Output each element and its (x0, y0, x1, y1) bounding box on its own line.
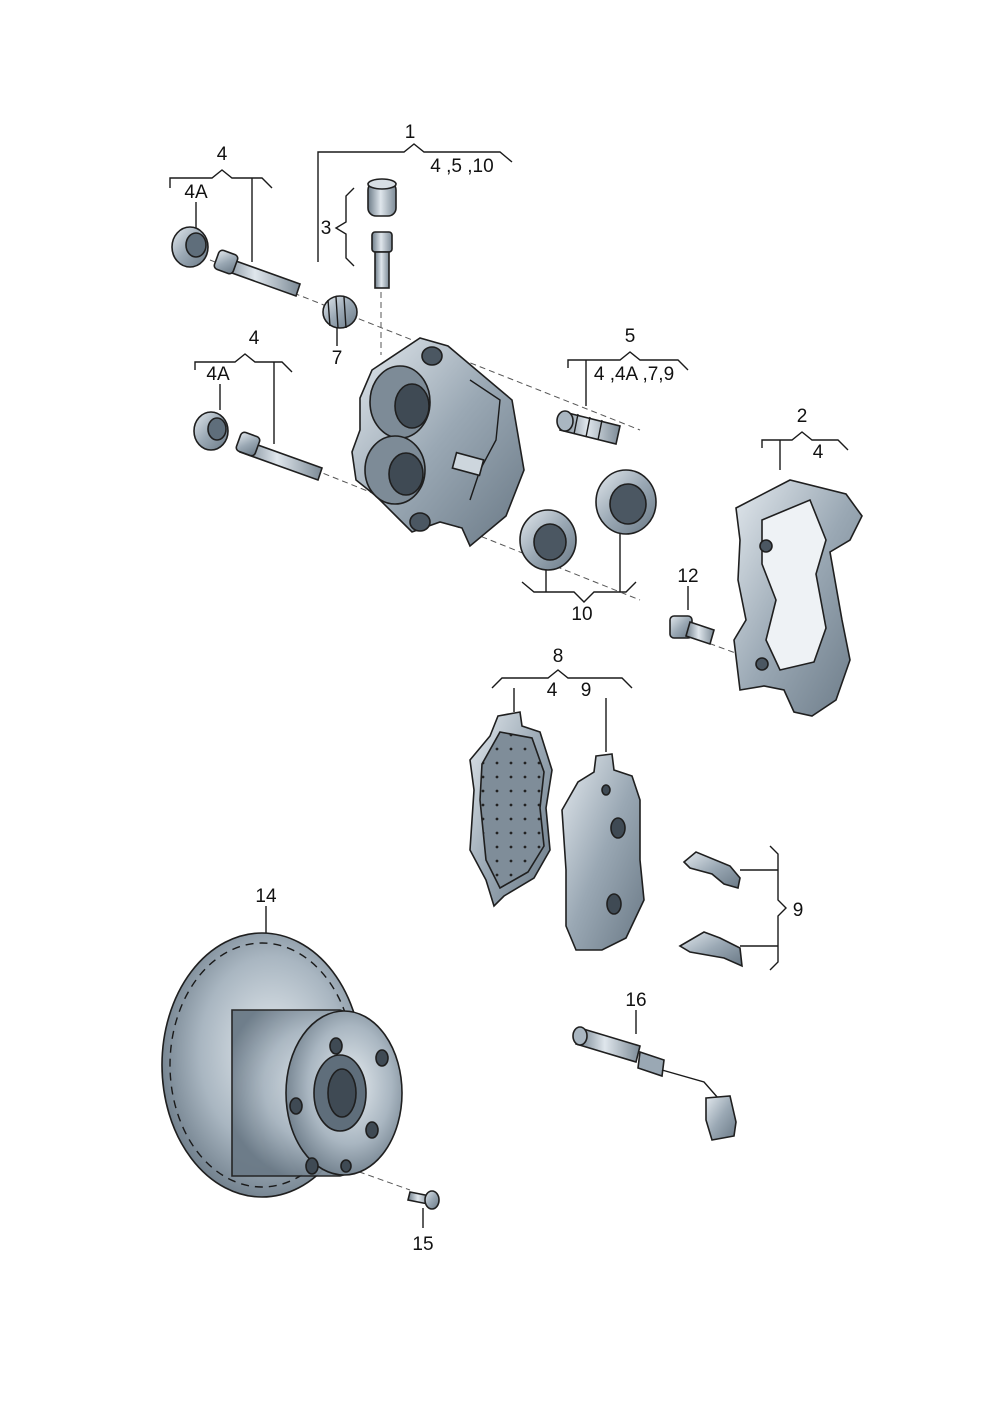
callout-7: 7 (332, 348, 343, 369)
callout-4a-top: 4A (184, 182, 208, 203)
brake-pad-inner (469, 711, 553, 908)
callout-9: 9 (793, 900, 804, 921)
callout-5: 5 (625, 326, 636, 347)
caliper-carrier (733, 479, 863, 717)
callout-4-mid: 4 (249, 328, 260, 349)
callout-leaders (169, 143, 849, 1228)
callout-4a-mid: 4A (206, 364, 230, 385)
guide-sleeve-bottom (193, 411, 229, 451)
guide-bolt-top (213, 249, 302, 298)
disc-retaining-screw (407, 1190, 440, 1210)
bleeder-cap (367, 178, 397, 217)
piston-seal-left (519, 509, 577, 571)
brake-pad-outer (561, 753, 645, 951)
guide-bolt-bottom (235, 431, 324, 482)
carrier-bolt (669, 615, 715, 646)
guide-sleeve-top (171, 226, 209, 268)
piston-seal-right (595, 469, 657, 535)
callout-4-top: 4 (217, 144, 228, 165)
callout-8-sub-9: 9 (581, 680, 592, 701)
callout-1-sub: 4 ,5 ,10 (430, 156, 493, 177)
callout-1: 1 (405, 122, 416, 143)
pad-spring-clip-top (682, 851, 741, 890)
bleeder-screw (371, 231, 393, 289)
callout-3: 3 (321, 218, 332, 239)
brake-wear-sensor (572, 1026, 737, 1141)
callout-12: 12 (677, 566, 698, 587)
callout-10: 10 (571, 604, 592, 625)
callout-8: 8 (553, 646, 564, 667)
callout-8-sub-4: 4 (547, 680, 558, 701)
brake-disc (161, 932, 403, 1198)
callout-5-sub: 4 ,4A ,7,9 (594, 364, 674, 385)
callout-16: 16 (625, 990, 646, 1011)
protective-bellow (322, 295, 358, 329)
brake-caliper-housing (351, 337, 525, 548)
callout-2: 2 (797, 406, 808, 427)
pad-spring-clip-bottom (678, 931, 743, 968)
callout-labels: 1 4 ,5 ,10 3 4 4A 7 4 4A 5 4 ,4A ,7,9 2 … (184, 122, 823, 1255)
guide-pin-boot (556, 410, 621, 445)
callout-2-sub: 4 (813, 442, 824, 463)
callout-14: 14 (255, 886, 277, 907)
callout-15: 15 (412, 1234, 433, 1255)
